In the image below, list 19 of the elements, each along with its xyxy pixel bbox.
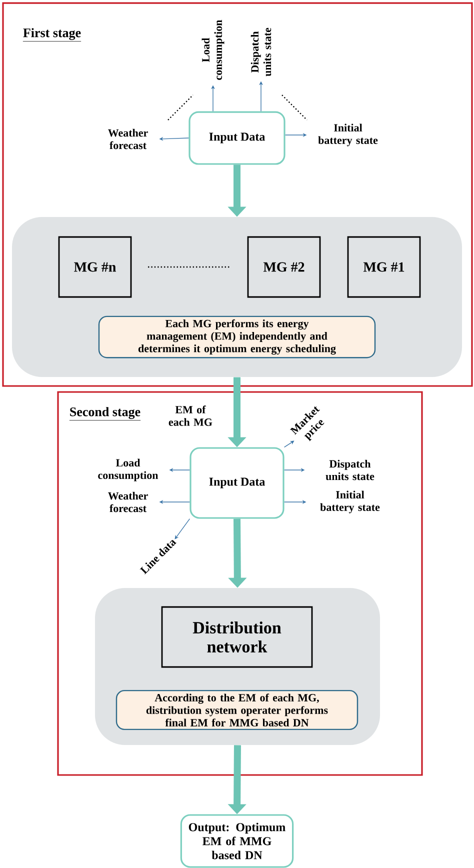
- microgrid-box: MG #1: [347, 236, 421, 298]
- data-label: Initial battery state: [318, 124, 378, 146]
- output-box: Output: Optimum EM of MMG based DN: [180, 814, 294, 868]
- data-label: Initial battery state: [320, 490, 380, 514]
- data-label: Load consumption: [98, 458, 158, 482]
- data-label: Dispatch units state: [326, 460, 374, 480]
- microgrid-box: MG #2: [247, 236, 321, 298]
- data-label: Load consumption: [202, 20, 224, 80]
- data-label: Weather forecast: [108, 492, 148, 512]
- microgrid-box: Distribution network: [161, 606, 313, 668]
- data-label: Dispatch units state: [250, 28, 272, 76]
- microgrid-box: MG #n: [58, 236, 132, 298]
- data-label: Weather forecast: [108, 128, 148, 150]
- description-box: According to the EM of each MG, distribution system operater performs final EM for MMG based DN: [116, 690, 358, 730]
- input-data-box: Input Data: [188, 111, 286, 165]
- edge-label: EM of each MG: [168, 406, 212, 426]
- description-box: Each MG performs its energy management (EM) independently and determines it optimum energy scheduling: [98, 316, 376, 358]
- data-label: Line data: [140, 540, 176, 574]
- input-data-box: Input Data: [190, 447, 284, 519]
